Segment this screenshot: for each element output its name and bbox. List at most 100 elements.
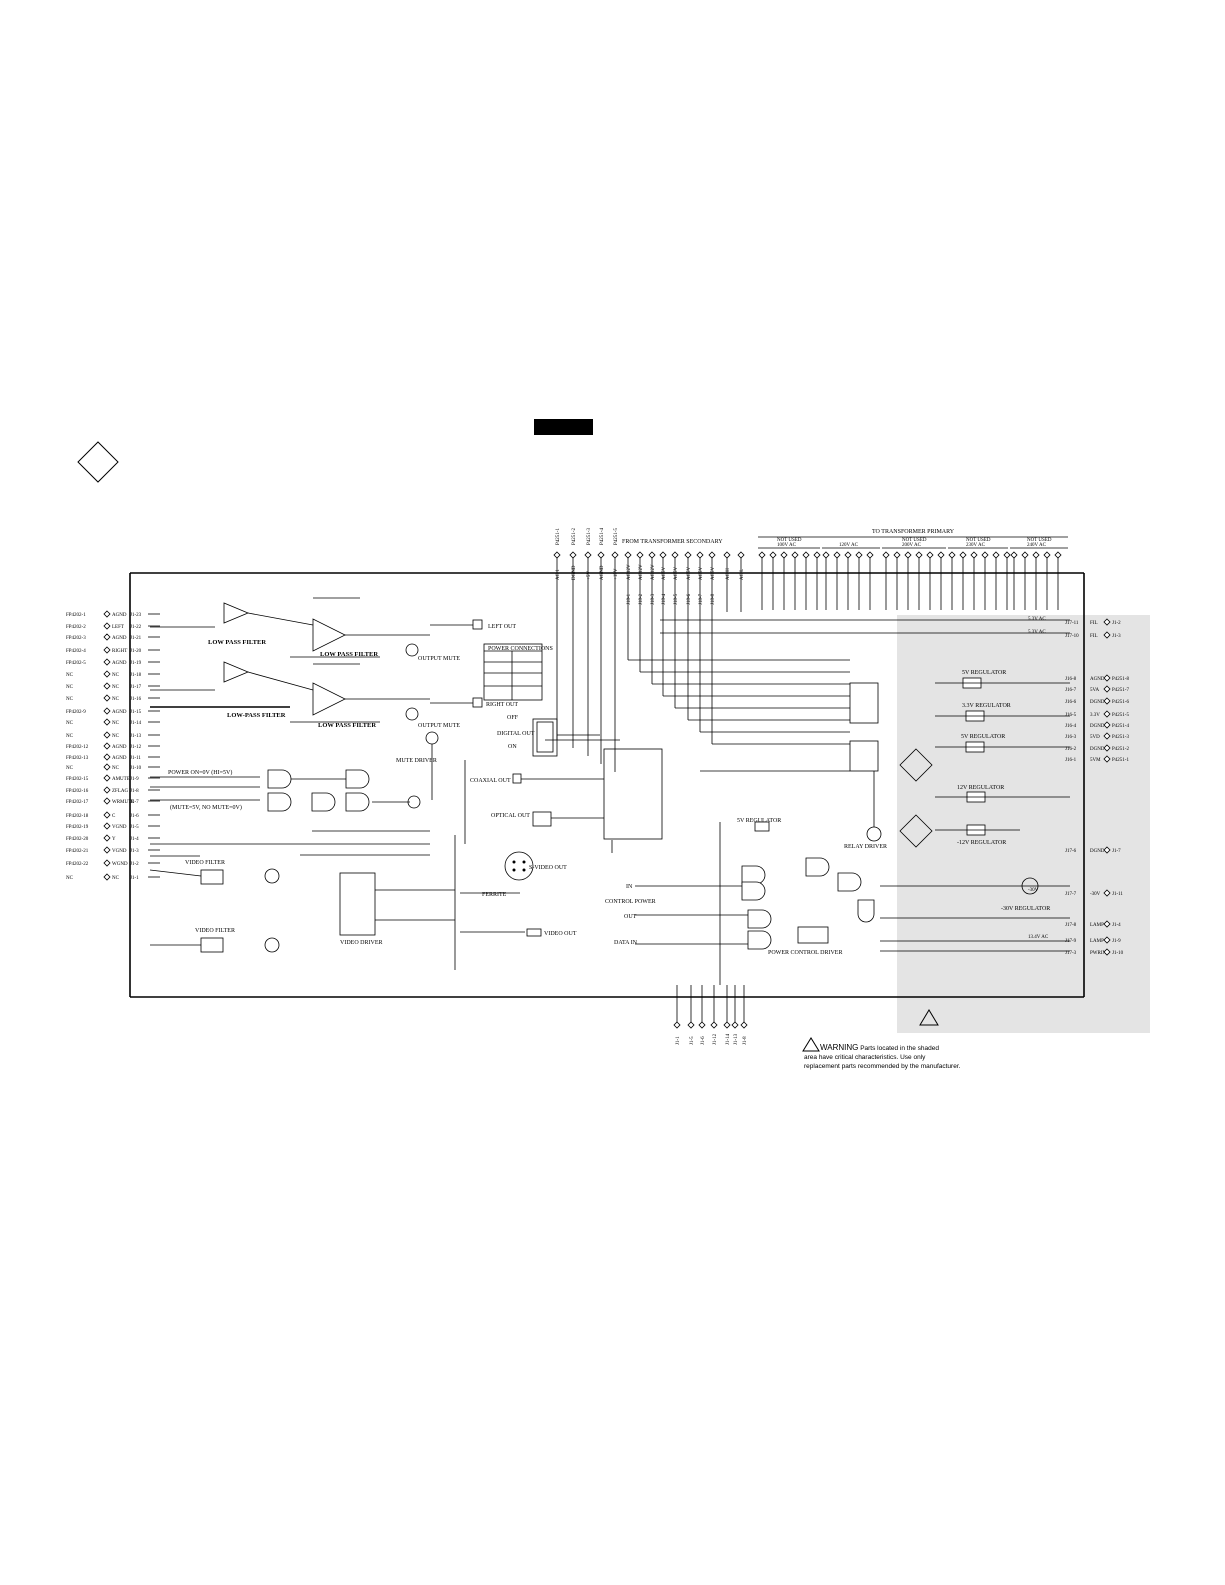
top-conn-label: P4251-4 (600, 528, 605, 545)
top-conn-pin-icon (553, 551, 561, 559)
right-conn-pin-icon (1103, 732, 1111, 740)
board-outline (129, 572, 1085, 998)
left-conn-label: FP4202-17 (66, 800, 89, 805)
right-conn-out: P4251-6 (1112, 700, 1129, 705)
right-conn-signal: 5VD (1090, 735, 1100, 740)
left-conn-pin-icon (103, 694, 111, 702)
bottom-conn-pin-icon (710, 1021, 718, 1029)
right-conn-signal: LAMP (1090, 923, 1104, 928)
left-conn-pin: J1-7 (130, 800, 139, 805)
left-conn-pin-icon (103, 811, 111, 819)
secondary-signal: AC5V (662, 567, 667, 580)
left-conn-pin-icon (103, 763, 111, 771)
right-conn-voltage: 5.3V AC (1028, 630, 1046, 635)
primary-group-sub: 200V AC (902, 543, 922, 548)
top-conn-pin-icon (569, 551, 577, 559)
primary-pin-icon (904, 551, 912, 559)
left-conn-label: FP4202-3 (66, 636, 86, 641)
primary-pin-icon (1043, 551, 1051, 559)
right-conn-signal: 3.3V (1090, 713, 1100, 718)
primary-pin-icon (855, 551, 863, 559)
left-conn-signal: AGND (112, 661, 127, 666)
right-conn-out: J1-2 (1112, 621, 1121, 626)
left-conn-signal: Y (112, 837, 116, 842)
reg-5v-b-label: 5V REGULATOR (961, 734, 1005, 740)
left-conn-pin: J1-19 (130, 661, 142, 666)
bottom-conn-pin: J1-1 (676, 1036, 681, 1045)
secondary-pin-icon (636, 551, 644, 559)
right-conn-pin: J17-3 (1065, 951, 1077, 956)
primary-pin-icon (1003, 551, 1011, 559)
left-conn-pin: J1-4 (130, 837, 139, 842)
right-conn-pin: J16-2 (1065, 747, 1077, 752)
right-out-label: RIGHT OUT (486, 702, 518, 708)
left-conn-label: FP4202-1 (66, 613, 86, 618)
bottom-conn-pin: J1-6 (701, 1036, 706, 1045)
primary-pin-icon (893, 551, 901, 559)
left-conn-pin: J1-21 (130, 636, 142, 641)
primary-pin-icon (948, 551, 956, 559)
top-conn-label: P4251-1 (556, 528, 561, 545)
right-conn-out: J1-10 (1112, 951, 1124, 956)
right-conn-out: P4251-8 (1112, 677, 1129, 682)
right-conn-out: J1-7 (1112, 849, 1121, 854)
left-conn-pin: J1-11 (130, 756, 141, 761)
right-conn-out: P4251-5 (1112, 713, 1129, 718)
digital-out-label: DIGITAL OUT (497, 731, 535, 737)
corner-diamond-icon (77, 441, 119, 483)
left-conn-signal: WGND (112, 862, 128, 867)
lpf-label-2: LOW PASS FILTER (320, 651, 378, 658)
reg-3-3v-label: 3.3V REGULATOR (962, 703, 1011, 709)
left-conn-pin: J1-3 (130, 849, 139, 854)
audio-right-channel (150, 661, 483, 723)
ac-pin: AC L (740, 569, 745, 580)
right-conn-out: J1-4 (1112, 923, 1121, 928)
ac-pin: AC H (726, 568, 731, 580)
secondary-pin-icon (659, 551, 667, 559)
secondary-title: FROM TRANSFORMER SECONDARY (622, 539, 723, 545)
left-conn-pin-icon (103, 846, 111, 854)
power-note-2: (MUTE=5V, NO MUTE=0V) (170, 804, 242, 811)
left-conn-signal: NC (112, 697, 120, 702)
left-conn-pin: J1-5 (130, 825, 139, 830)
relay-section (700, 682, 882, 842)
secondary-pin-icon (708, 551, 716, 559)
video-driver-label: VIDEO DRIVER (340, 940, 383, 946)
primary-pin-icon (1054, 551, 1062, 559)
right-conn-out: J1-9 (1112, 939, 1121, 944)
right-conn-out: P4251-1 (1112, 758, 1129, 763)
primary-pin-icon (992, 551, 1000, 559)
primary-pin-icon (791, 551, 799, 559)
primary-pin-icon (758, 551, 766, 559)
power-connections-title: POWER CONNECTIONS (488, 646, 553, 652)
right-conn-pin-icon (1103, 631, 1111, 639)
left-conn-pin-icon (103, 742, 111, 750)
left-conn-pin: J1-23 (130, 613, 142, 618)
left-conn-pin: J1-13 (130, 734, 142, 739)
primary-pin-icon (769, 551, 777, 559)
secondary-signal: AC12V (627, 564, 632, 580)
right-conn-pin: J16-4 (1065, 724, 1077, 729)
warning-triangle-icon-small (802, 1037, 820, 1052)
secondary-pin-icon (696, 551, 704, 559)
left-conn-signal: C (112, 814, 116, 819)
warning-title: WARNING (820, 1043, 858, 1052)
left-conn-pin-icon (103, 682, 111, 690)
left-conn-label: NC (66, 685, 74, 690)
left-conn-signal: VGND (112, 825, 127, 830)
right-conn-pin: J16-6 (1065, 700, 1077, 705)
in-label: IN (626, 884, 633, 890)
secondary-pin: J18-1 (627, 593, 632, 605)
bottom-conn-pin: J1-13 (734, 1033, 739, 1045)
primary-group-sub: 240V AC (1027, 543, 1047, 548)
secondary-pin-icon (648, 551, 656, 559)
left-conn-signal: AGND (112, 710, 127, 715)
left-conn-pin-icon (103, 786, 111, 794)
left-conn-pin-icon (103, 670, 111, 678)
bottom-conn-pin-icon (698, 1021, 706, 1029)
right-conn-pin-icon (1103, 710, 1111, 718)
left-conn-label: NC (66, 734, 74, 739)
right-conn-pin-icon (1103, 697, 1111, 705)
right-conn-pin: J17-7 (1065, 892, 1077, 897)
